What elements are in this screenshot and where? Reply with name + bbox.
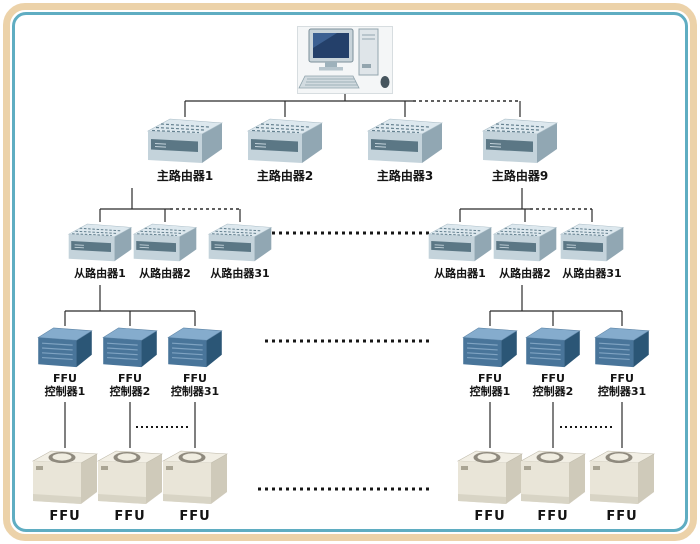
- main-router-9-label: 主路由器9: [491, 169, 549, 183]
- router-icon: [67, 222, 133, 265]
- router-icon: [481, 117, 559, 167]
- slave-router-left-2: 从路由器2: [125, 222, 205, 281]
- main-router-3-label: 主路由器3: [376, 169, 434, 183]
- ffu-unit-icon: [161, 448, 229, 506]
- ffu-controller-icon: [461, 326, 519, 370]
- slave-router-right-31: 从路由器31: [552, 222, 632, 281]
- ffu-unit-right-31-label: FFU: [606, 509, 638, 524]
- ffu-unit-right-1: FFU: [456, 448, 524, 525]
- ffu-unit-icon: [519, 448, 587, 506]
- ffu-unit-left-1: FFU: [31, 448, 99, 525]
- slave-router-right-1-label: 从路由器1: [434, 267, 486, 280]
- ffu-unit-right-2: FFU: [519, 448, 587, 525]
- ffu-controller-icon: [166, 326, 224, 370]
- slave-router-left-31: 从路由器31: [200, 222, 280, 281]
- ffu-controller-left-2: FFU 控制器2: [94, 326, 166, 398]
- ffu-unit-right-1-label: FFU: [474, 509, 506, 524]
- ffu-unit-left-1-label: FFU: [49, 509, 81, 524]
- ffu-unit-icon: [588, 448, 656, 506]
- router-icon: [366, 117, 444, 167]
- ffu-controller-right-1-label-line1: FFU: [478, 372, 502, 385]
- ffu-controller-right-1: FFU 控制器1: [454, 326, 526, 398]
- router-icon: [427, 222, 493, 265]
- ffu-controller-right-2-label-line2: 控制器2: [532, 384, 574, 398]
- ffu-controller-left-31-label-line1: FFU: [183, 372, 207, 385]
- slave-router-right-1: 从路由器1: [420, 222, 500, 281]
- ffu-unit-left-31-label: FFU: [179, 509, 211, 524]
- ffu-controller-icon: [593, 326, 651, 370]
- main-router-2-label: 主路由器2: [256, 169, 314, 183]
- ffu-controller-right-2-label-line1: FFU: [541, 372, 565, 385]
- slave-router-right-31-label: 从路由器31: [562, 267, 622, 280]
- slave-router-left-1: 从路由器1: [60, 222, 140, 281]
- ffu-unit-right-2-label: FFU: [537, 509, 569, 524]
- slave-router-left-1-label: 从路由器1: [74, 267, 126, 280]
- ffu-controller-right-31-label-line1: FFU: [610, 372, 634, 385]
- ffu-unit-right-31: FFU: [588, 448, 656, 525]
- ffu-unit-left-31: FFU: [161, 448, 229, 525]
- ffu-controller-left-2-label-line2: 控制器2: [109, 384, 151, 398]
- slave-router-right-2-label: 从路由器2: [499, 267, 551, 280]
- outer-frame: [3, 3, 697, 541]
- main-router-1: 主路由器1: [140, 117, 230, 184]
- slave-router-right-2: 从路由器2: [485, 222, 565, 281]
- ffu-unit-icon: [456, 448, 524, 506]
- slave-router-left-31-label: 从路由器31: [210, 267, 270, 280]
- ffu-unit-icon: [96, 448, 164, 506]
- ffu-controller-left-2-label-line1: FFU: [118, 372, 142, 385]
- computer-icon: [297, 26, 393, 94]
- router-icon: [492, 222, 558, 265]
- ffu-controller-left-1: FFU 控制器1: [29, 326, 101, 398]
- slave-router-left-2-label: 从路由器2: [139, 267, 191, 280]
- ffu-unit-left-2: FFU: [96, 448, 164, 525]
- ffu-controller-left-1-label-line2: 控制器1: [44, 384, 86, 398]
- main-router-9: 主路由器9: [475, 117, 565, 184]
- ffu-controller-icon: [36, 326, 94, 370]
- inner-frame: [12, 12, 688, 532]
- main-router-3: 主路由器3: [360, 117, 450, 184]
- ffu-controller-left-31: FFU 控制器31: [159, 326, 231, 398]
- host-computer-node: [297, 26, 393, 94]
- ffu-controller-right-1-label-line2: 控制器1: [469, 384, 511, 398]
- ffu-unit-left-2-label: FFU: [114, 509, 146, 524]
- router-icon: [132, 222, 198, 265]
- ffu-unit-icon: [31, 448, 99, 506]
- ffu-controller-left-31-label-line2: 控制器31: [170, 384, 220, 398]
- ffu-controller-right-2: FFU 控制器2: [517, 326, 589, 398]
- ffu-controller-right-31: FFU 控制器31: [586, 326, 658, 398]
- router-icon: [246, 117, 324, 167]
- router-icon: [207, 222, 273, 265]
- ffu-controller-right-31-label-line2: 控制器31: [597, 384, 647, 398]
- ffu-controller-icon: [101, 326, 159, 370]
- ffu-controller-left-1-label-line1: FFU: [53, 372, 77, 385]
- main-router-2: 主路由器2: [240, 117, 330, 184]
- router-icon: [146, 117, 224, 167]
- main-router-1-label: 主路由器1: [156, 169, 214, 183]
- router-icon: [559, 222, 625, 265]
- ffu-controller-icon: [524, 326, 582, 370]
